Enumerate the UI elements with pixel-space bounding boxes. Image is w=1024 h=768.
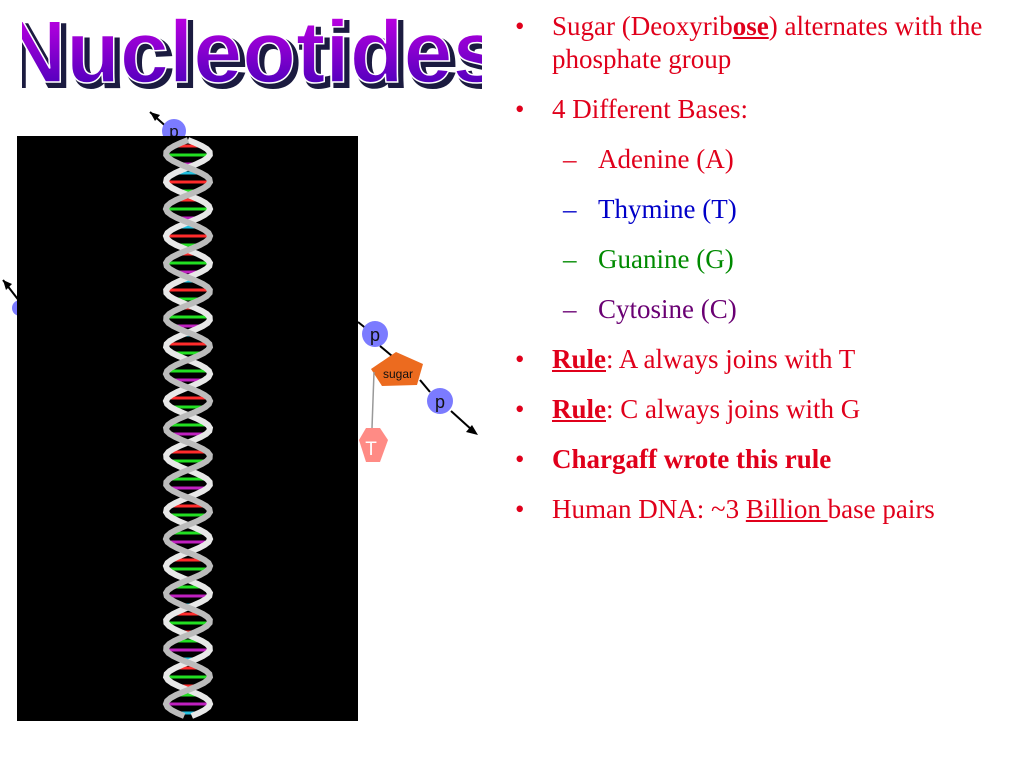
title-text: Nucleotides [22,4,482,94]
base-cytosine: –Cytosine (C) [563,294,737,324]
base-guanine: –Guanine (G) [563,244,734,274]
phosphate-icon [427,388,453,414]
bullet-human-dna: •Human DNA: ~3 Billion base pairs [515,494,935,524]
phosphate-icon [362,321,388,347]
base-thymine: –Thymine (T) [563,194,737,224]
base-adenine: –Adenine (A) [563,144,734,174]
svg-text:p: p [435,392,445,412]
thymine-base-icon [359,428,388,462]
bullet-sugar: •Sugar (Deoxyribose) alternates with the… [515,11,983,74]
bullet-list: •Sugar (Deoxyribose) alternates with the… [515,10,1010,543]
slide-title: Nucleotides Nucleotides [22,4,482,94]
svg-text:p: p [370,325,380,345]
bullet-rule-at: •Rule: A always joins with T [515,344,856,374]
dna-diagram: p p sugar p T [2,111,478,721]
helix-backbone [162,137,214,719]
svg-text:T: T [365,439,377,460]
bullet-chargaff: •Chargaff wrote this rule [515,444,832,474]
nucleotide-right: p sugar p T [357,321,478,462]
dna-helix [162,137,214,719]
svg-text:Nucleotides: Nucleotides [22,6,482,94]
svg-text:sugar: sugar [383,367,413,381]
bullet-rule-cg: •Rule: C always joins with G [515,394,861,424]
helix-backbone [162,137,214,719]
bullet-bases: •4 Different Bases: [515,94,748,124]
svg-text:p: p [169,122,178,141]
sugar-pentagon-icon [371,352,423,386]
